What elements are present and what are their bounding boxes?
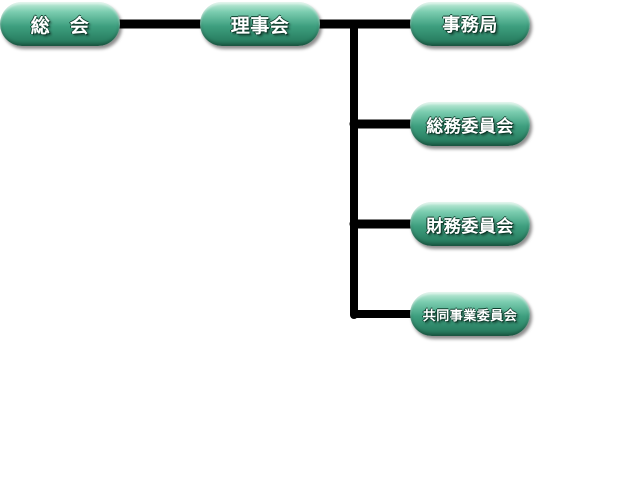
node-secretariat[interactable]: 事務局 xyxy=(410,2,530,46)
node-general-assembly-label: 総 会 xyxy=(30,14,90,37)
node-general-assembly[interactable]: 総 会 xyxy=(0,2,120,46)
node-joint-business-committee-label: 共同事業委員会 xyxy=(422,308,518,324)
node-joint-business-committee[interactable]: 共同事業委員会 xyxy=(410,292,530,336)
node-secretariat-label: 事務局 xyxy=(442,15,498,36)
node-general-affairs-committee-label: 総務委員会 xyxy=(426,116,514,137)
node-finance-committee-label: 財務委員会 xyxy=(426,216,514,237)
node-board-of-directors-label: 理事会 xyxy=(230,14,290,37)
node-finance-committee[interactable]: 財務委員会 xyxy=(410,202,530,246)
node-board-of-directors[interactable]: 理事会 xyxy=(200,2,320,46)
node-general-affairs-committee[interactable]: 総務委員会 xyxy=(410,102,530,146)
